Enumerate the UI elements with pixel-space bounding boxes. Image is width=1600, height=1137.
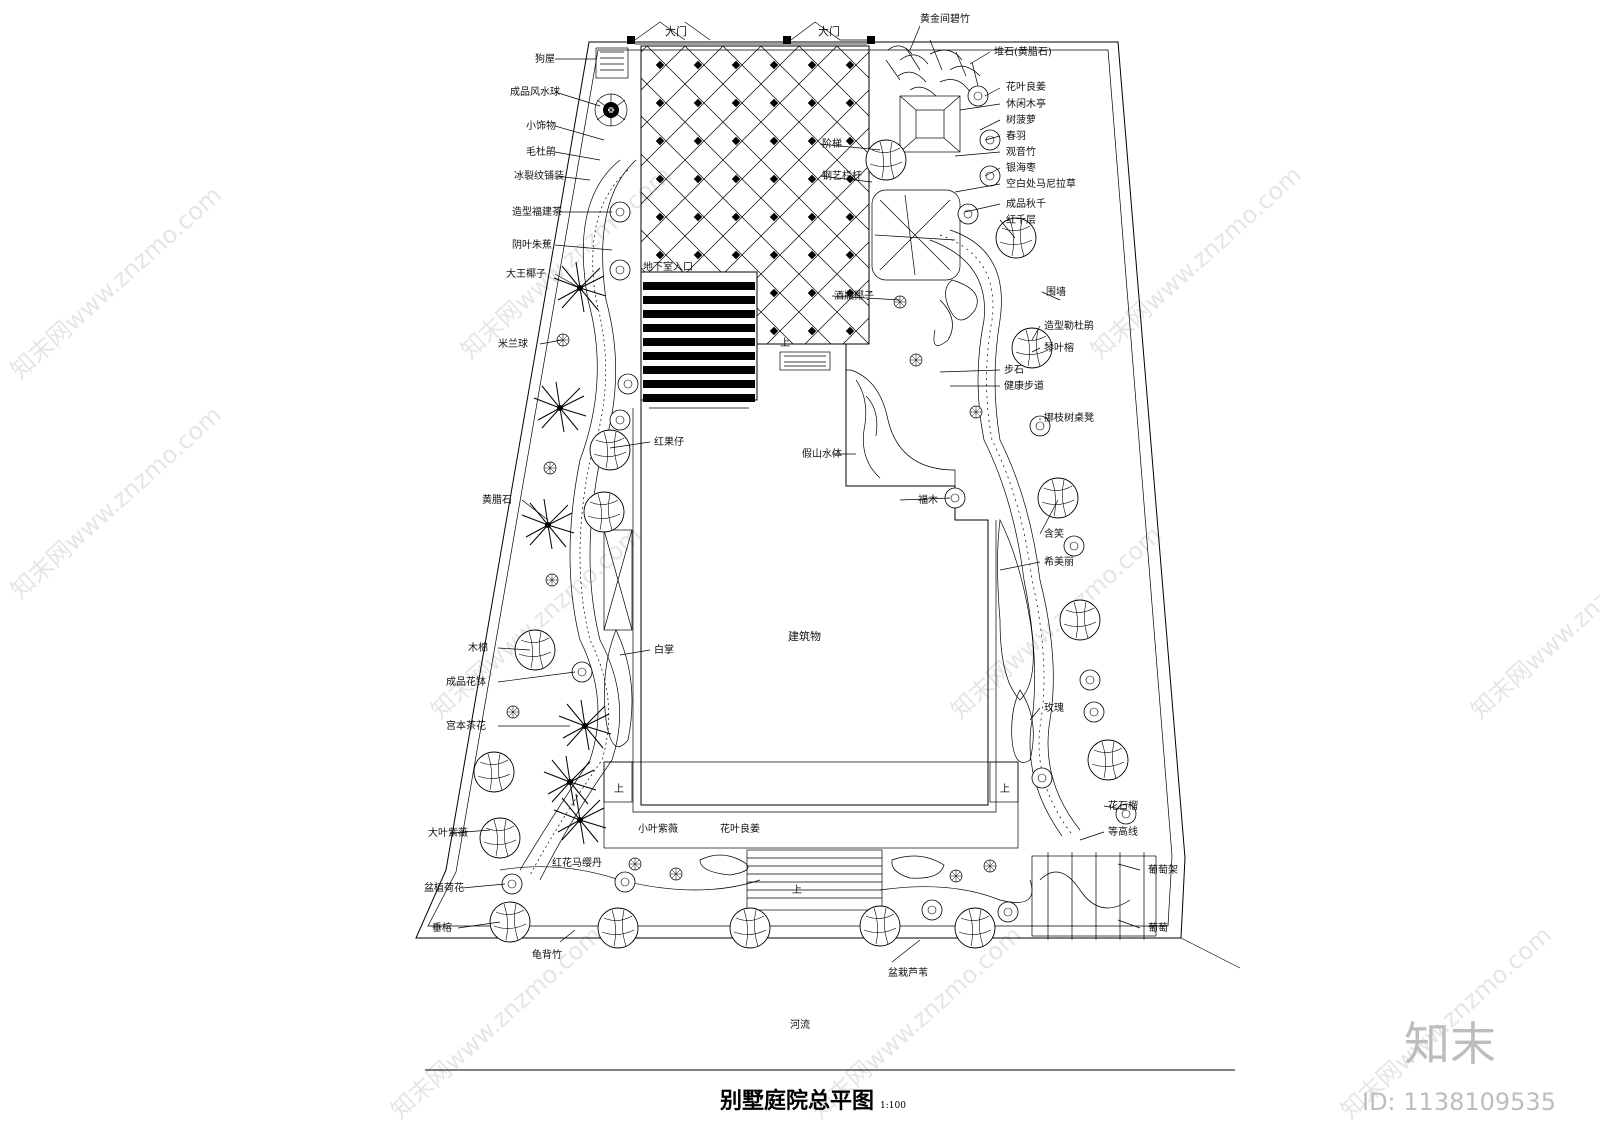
label-surinam-cherry: 红果仔 xyxy=(654,435,684,448)
label-fengshui-ball: 成品风水球 xyxy=(510,85,560,98)
label-ice-crack-paving: 冰裂纹铺装 xyxy=(514,169,564,182)
watermark-text: 知末网www.znzmo.com xyxy=(1465,521,1600,725)
right-label-group: 黄金间碧竹 堆石(黄腊石) 花叶良姜 休闲木亭 树菠萝 春羽 观音竹 银海枣 空… xyxy=(920,12,1178,934)
watermark-text: 知末网www.znzmo.com xyxy=(945,521,1167,725)
terrace xyxy=(603,761,1019,849)
label-rock-pile: 堆石(黄腊石) xyxy=(994,45,1052,58)
label-bougainvillea: 造型勒杜鹃 xyxy=(1044,319,1094,332)
label-rose: 玫瑰 xyxy=(1044,701,1064,714)
up-label-right: 上 xyxy=(1000,783,1010,795)
label-cordyline: 阴叶朱蕉 xyxy=(512,239,552,251)
label-lantana: 红花马缨丹 xyxy=(552,856,602,869)
hedge xyxy=(997,518,1034,701)
basement-entry xyxy=(640,271,758,402)
watermark-text: 知末网www.znzmo.com xyxy=(1085,161,1307,365)
watermark-text: 知末网www.znzmo.com xyxy=(5,401,227,605)
label-bottlebrush: 红千层 xyxy=(1006,213,1036,226)
label-garcinia: 福木 xyxy=(918,493,938,506)
label-jackfruit: 树菠萝 xyxy=(1006,113,1036,126)
label-azalea: 毛杜鹃 xyxy=(526,145,556,158)
up-label-bottom: 上 xyxy=(792,884,802,896)
label-monstera: 龟背竹 xyxy=(532,948,562,961)
label-guanyin-bamboo: 观音竹 xyxy=(1006,145,1036,158)
label-royal-palm: 大王椰子 xyxy=(506,267,546,280)
label-ornament: 小饰物 xyxy=(526,119,556,132)
leisure-pavilion xyxy=(899,95,961,153)
drawing-title: 别墅庭院总平图 xyxy=(719,1088,874,1114)
hedge xyxy=(604,629,633,747)
watermark-text: 知末网www.znzmo.com xyxy=(425,521,647,725)
label-philodendron: 春羽 xyxy=(1006,130,1026,142)
image-id: ID: 1138109535 xyxy=(1362,1088,1556,1116)
label-potted-lotus: 盆植荷花 xyxy=(424,881,464,894)
drawing-scale: 1:100 xyxy=(880,1101,906,1111)
label-fujian-tea: 造型福建茶 xyxy=(512,205,562,218)
label-dog-house: 狗屋 xyxy=(535,52,555,65)
label-flower-pot: 成品花钵 xyxy=(446,675,486,688)
pond xyxy=(871,189,961,281)
gate-label-left: 大门 xyxy=(665,24,687,38)
main-gate xyxy=(627,21,875,45)
left-label-group: 狗屋 成品风水球 小饰物 毛杜鹃 冰裂纹铺装 造型福建茶 阴叶朱蕉 大王椰子 米… xyxy=(424,52,564,934)
label-stepping-stone: 步石 xyxy=(1004,364,1024,376)
plant-symbols xyxy=(473,85,1137,949)
label-stump-seats: 挪枝树桌凳 xyxy=(1044,411,1094,424)
top-steps xyxy=(779,351,831,371)
label-kapok: 木棉 xyxy=(468,641,488,654)
label-weeping-fig: 垂榕 xyxy=(432,921,452,934)
label-milan-ball: 米兰球 xyxy=(498,337,528,350)
label-railing: 钢艺栏杆 xyxy=(822,169,862,182)
river-bank-line xyxy=(1180,937,1241,969)
watermark-text: 知末网www.znzmo.com xyxy=(385,921,607,1125)
label-camellia: 宫本茶花 xyxy=(446,719,486,732)
label-health-path: 健康步道 xyxy=(1004,379,1044,392)
label-fiddle-fig: 琴叶榕 xyxy=(1044,341,1074,354)
label-hamelia: 希美丽 xyxy=(1044,555,1074,568)
inner-boundary xyxy=(427,49,1173,927)
label-pomegranate: 花石榴 xyxy=(1108,799,1138,812)
building-label: 建筑物 xyxy=(788,629,821,643)
label-rockery: 假山水体 xyxy=(802,447,842,460)
leader-lines xyxy=(451,25,1141,963)
label-bottle-palm: 酒瓶椰子 xyxy=(834,289,874,302)
label-golden-bamboo: 黄金间碧竹 xyxy=(920,12,970,25)
label-michelia: 含笑 xyxy=(1044,527,1064,540)
label-potted-reed: 盆栽芦苇 xyxy=(888,966,928,979)
bamboo-cluster xyxy=(885,39,981,97)
label-swing: 成品秋千 xyxy=(1006,197,1046,210)
inner-label-group: 阶梯 钢艺栏杆 酒瓶椰子 假山水体 福木 红果仔 白掌 小叶紫薇 花叶良姜 红花… xyxy=(552,137,938,869)
label-crape-myrtle-large: 大叶紫薇 xyxy=(428,826,468,839)
brand-logo: 知末 xyxy=(1404,1017,1496,1071)
building-footprint xyxy=(640,343,989,806)
dog-house xyxy=(595,47,629,79)
label-date-palm: 银海枣 xyxy=(1006,161,1036,174)
label-steps: 阶梯 xyxy=(822,137,842,150)
front-steps xyxy=(746,849,883,911)
label-peace-lily: 白掌 xyxy=(654,643,674,656)
label-contour: 等高线 xyxy=(1108,825,1138,838)
up-label-top: 上 xyxy=(780,337,790,349)
river-label: 河流 xyxy=(790,1018,810,1031)
label-grape: 葡萄 xyxy=(1148,921,1168,934)
gate-label-right: 大门 xyxy=(818,24,840,38)
label-alpinia-inner: 花叶良姜 xyxy=(720,822,760,835)
basement-entry-label: 地下室入口 xyxy=(643,260,693,273)
rockery-water xyxy=(845,369,956,487)
label-wall: 围墙 xyxy=(1046,285,1066,298)
label-crape-myrtle-small: 小叶紫薇 xyxy=(638,823,678,835)
label-manila-grass: 空白处马尼拉草 xyxy=(1006,177,1076,190)
label-pavilion: 休闲木亭 xyxy=(1006,97,1046,110)
watermark-text: 知末网www.znzmo.com xyxy=(5,181,227,385)
label-grape-trellis: 葡萄架 xyxy=(1148,863,1178,876)
label-yellow-wax-stone: 黄腊石 xyxy=(482,493,512,506)
up-label-left: 上 xyxy=(614,783,624,795)
label-alpinia: 花叶良姜 xyxy=(1006,80,1046,93)
grape-trellis xyxy=(1031,852,1157,940)
right-health-path xyxy=(949,229,1081,831)
